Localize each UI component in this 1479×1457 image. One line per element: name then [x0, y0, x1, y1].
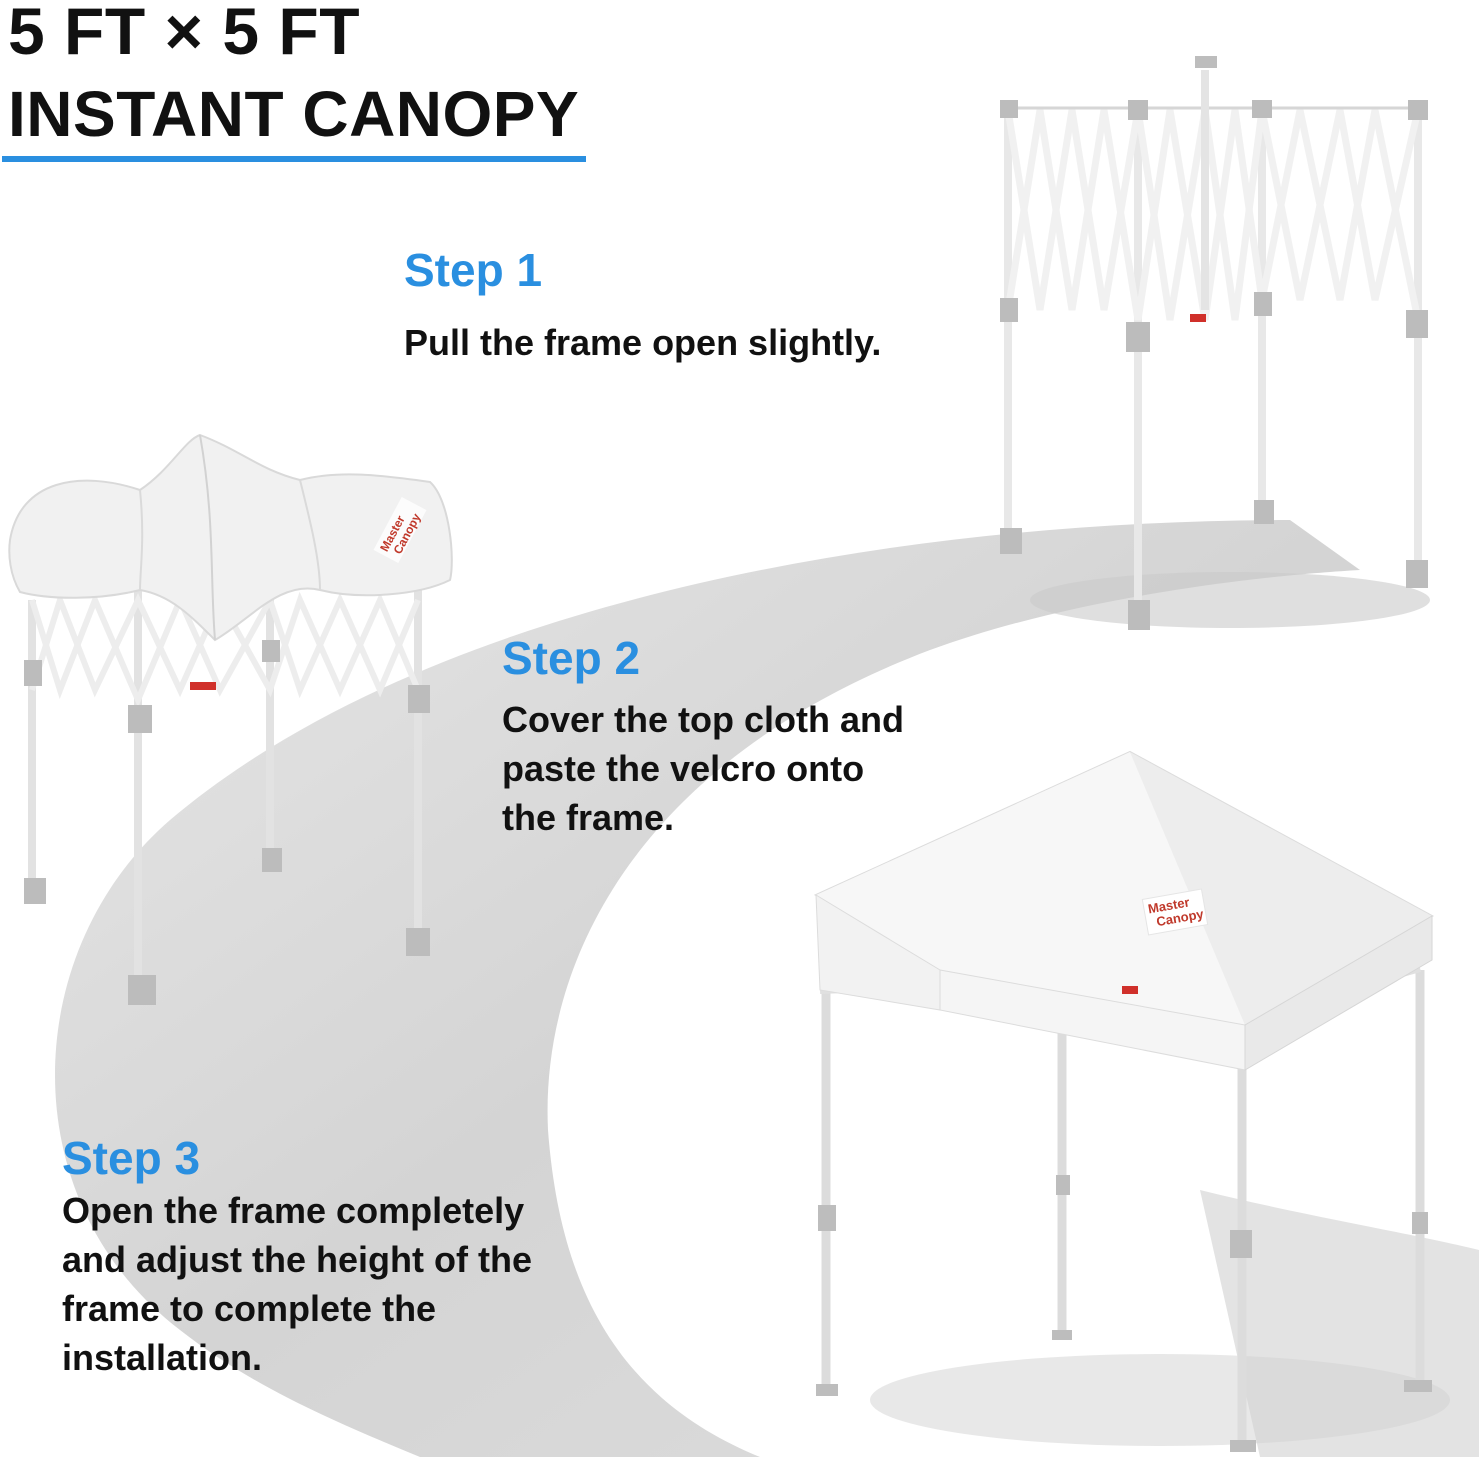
- step3-heading: Step 3: [62, 1132, 201, 1184]
- step3-text: Open the frame completely and adjust the…: [62, 1190, 532, 1378]
- step2-heading: Step 2: [502, 632, 641, 684]
- page-title-product: INSTANT CANOPY: [8, 78, 580, 150]
- step2-text: Cover the top cloth and paste the velcro…: [502, 699, 905, 838]
- svg-text:Master: Master: [1147, 894, 1191, 916]
- step1-heading: Step 1: [404, 244, 543, 296]
- page-title-size: 5 FT × 5 FT: [8, 0, 361, 68]
- title-underline: [2, 156, 586, 162]
- brand-logo-step3: Master Canopy: [1141, 888, 1209, 936]
- step1-text: Pull the frame open slightly.: [404, 322, 882, 363]
